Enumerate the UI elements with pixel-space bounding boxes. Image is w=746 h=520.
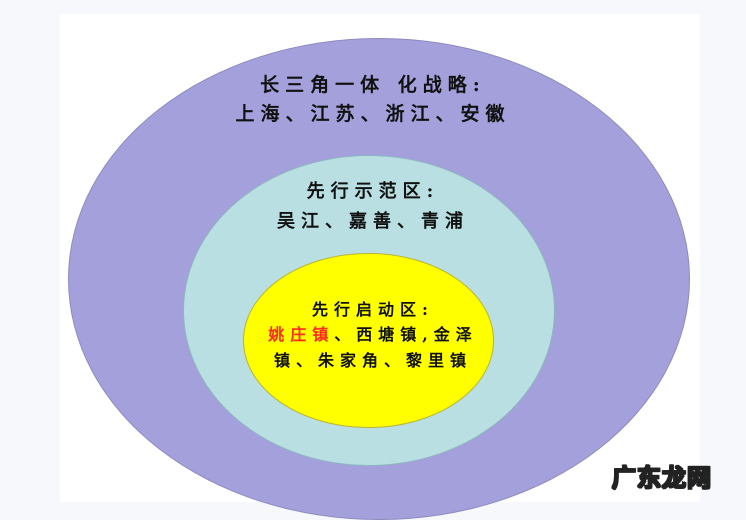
watermark-logo: 广东龙网 — [611, 463, 712, 493]
outer-title: 长三角一体 化战略: — [260, 74, 486, 96]
middle-body: 吴江、嘉善、青浦 — [277, 211, 469, 232]
highlighted-town: 姚庄镇 — [268, 325, 335, 344]
inner-ellipse-startup-zone — [243, 253, 494, 428]
inner-title: 先行启动区: — [312, 300, 434, 319]
inner-line-1-rest: 、西塘镇,金泽 — [334, 325, 478, 344]
inner-line-1: 姚庄镇、西塘镇,金泽 — [0, 321, 746, 345]
outer-body: 上海、江苏、浙江、安徽 — [235, 103, 511, 125]
inner-line-2: 镇、朱家角、黎里镇 — [273, 351, 472, 370]
middle-title: 先行示范区: — [306, 181, 440, 202]
